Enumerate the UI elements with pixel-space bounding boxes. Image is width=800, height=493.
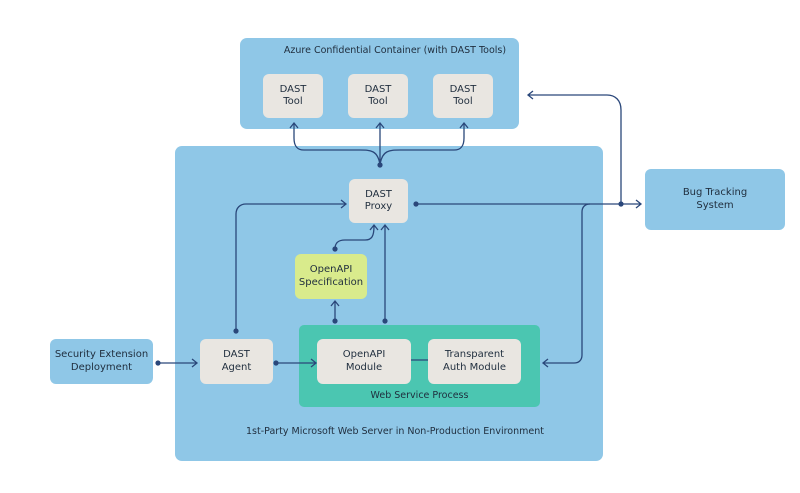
- azure-container-title: Azure Confidential Container (with DAST …: [283, 45, 507, 56]
- security-extension-deployment: Security Extension Deployment: [50, 339, 153, 384]
- bug-tracking-to-container-connector: [526, 90, 622, 204]
- dast-agent: DAST Agent: [200, 339, 273, 384]
- openapi-specification: OpenAPI Specification: [295, 254, 367, 299]
- process-to-spec-connector: [330, 299, 340, 324]
- agent-to-proxy-connector: [233, 199, 348, 334]
- extension-to-agent-connector: [155, 358, 199, 368]
- web-server-title: 1st-Party Microsoft Web Server in Non-Pr…: [246, 426, 544, 437]
- spec-to-proxy-connector: [332, 223, 379, 252]
- bug-tracking-to-web-service-connector: [541, 203, 591, 368]
- agent-to-openapi-module-connector: [273, 358, 318, 368]
- openapi-module: OpenAPI Module: [317, 339, 411, 384]
- junction-dot: [377, 162, 383, 168]
- dast-tool-1: DAST Tool: [263, 74, 323, 118]
- dast-tool-3: DAST Tool: [433, 74, 493, 118]
- dast-proxy: DAST Proxy: [349, 179, 408, 223]
- process-to-proxy-connector: [380, 223, 390, 324]
- dast-tool-2: DAST Tool: [348, 74, 408, 118]
- transparent-auth-module: Transparent Auth Module: [428, 339, 521, 384]
- proxy-to-tools-connector: [289, 121, 469, 168]
- bug-tracking-system: Bug Tracking System: [645, 169, 785, 230]
- proxy-to-bug-tracking-connector: [413, 199, 643, 209]
- web-service-process-title: Web Service Process: [370, 390, 469, 401]
